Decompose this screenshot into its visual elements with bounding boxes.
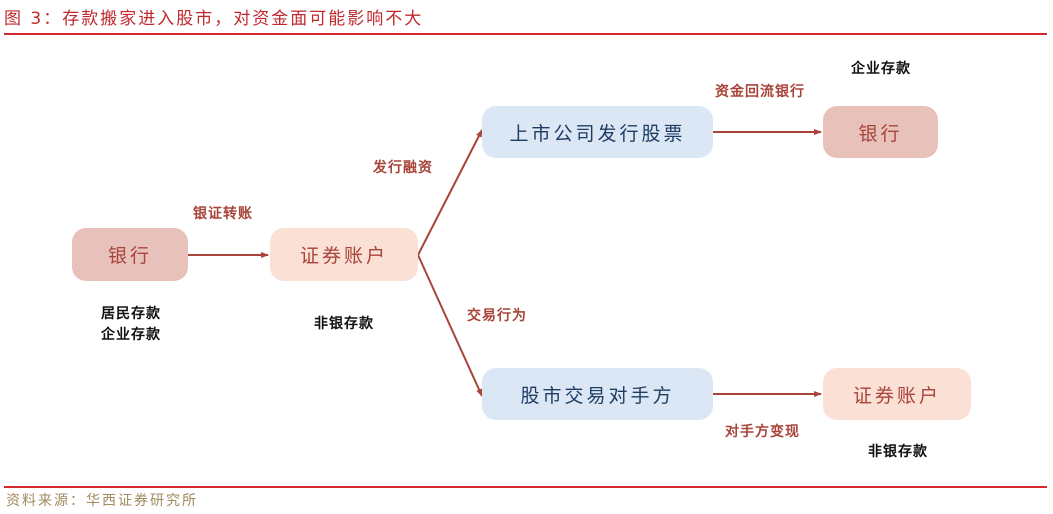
securities-left-note: 非银存款 (314, 316, 374, 332)
footer-divider (4, 486, 1047, 488)
source-note: 资料来源：华西证券研究所 (6, 493, 198, 509)
note-line: 居民存款 (101, 306, 161, 322)
node-securities-right: 证券账户 (823, 368, 971, 420)
node-securities-left-label: 证券账户 (299, 245, 388, 267)
figure-title: 图 3：存款搬家进入股市，对资金面可能影响不大 (4, 9, 424, 29)
node-bank-right: 银行 (823, 106, 938, 158)
node-securities-left: 证券账户 (270, 228, 418, 281)
node-securities-right-label: 证券账户 (852, 384, 941, 407)
node-listed-company-label: 上市公司发行股票 (509, 122, 686, 145)
node-bank-left-label: 银行 (107, 245, 152, 267)
arrow-securities-to-listed (417, 129, 483, 256)
securities-right-note: 非银存款 (868, 444, 928, 460)
edge-label-securities-to-listed: 发行融资 (373, 160, 433, 176)
edge-label-listed-to-bank: 资金回流银行 (715, 84, 805, 100)
bank-right-note: 企业存款 (851, 61, 911, 77)
arrow-securities-to-counterparty (417, 254, 483, 397)
node-bank-right-label: 银行 (858, 122, 903, 145)
edge-label-bank-to-securities: 银证转账 (193, 206, 253, 222)
node-counterparty-label: 股市交易对手方 (520, 384, 675, 407)
node-bank-left: 银行 (72, 228, 188, 281)
note-line: 企业存款 (101, 327, 161, 343)
node-counterparty: 股市交易对手方 (482, 368, 713, 420)
edge-label-securities-to-counterparty: 交易行为 (467, 308, 527, 324)
edge-label-counterparty-to-securities: 对手方变现 (725, 424, 800, 440)
title-divider (4, 33, 1047, 35)
bank-left-note: 居民存款 企业存款 (88, 304, 174, 346)
node-listed-company: 上市公司发行股票 (482, 106, 713, 158)
